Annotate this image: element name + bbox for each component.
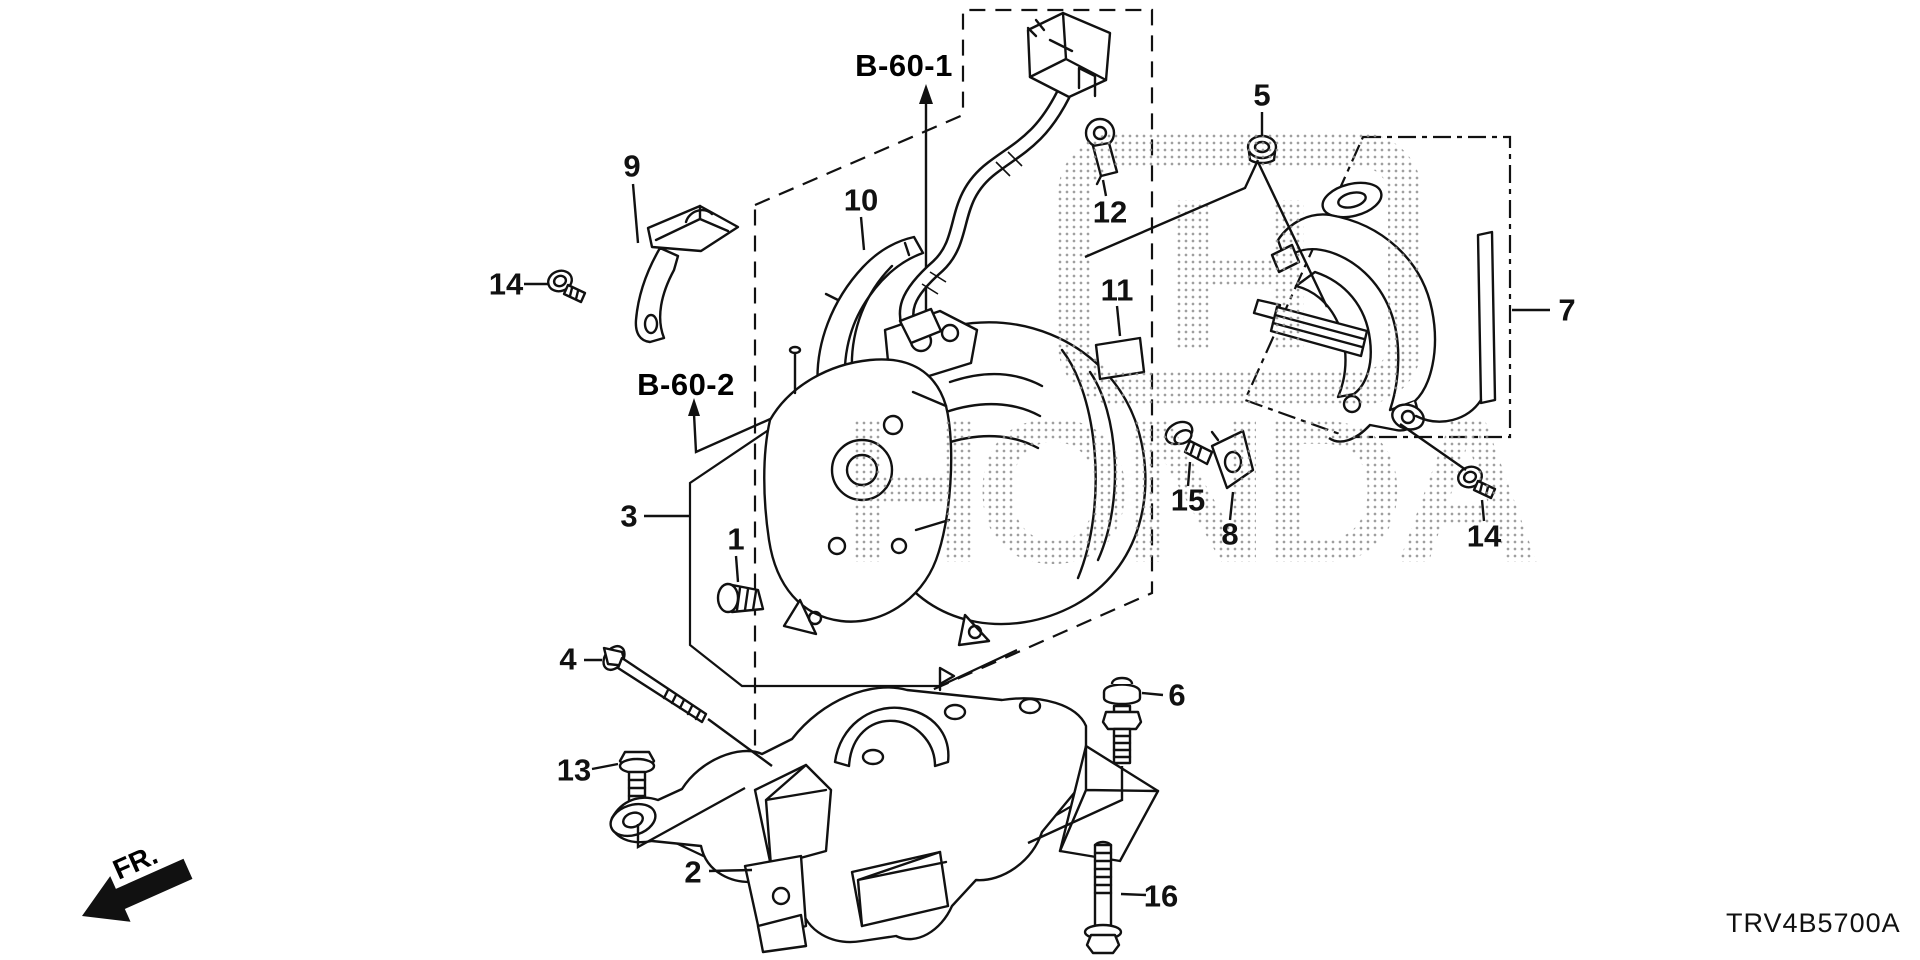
part-15-bolt	[1164, 420, 1214, 466]
diagram-part-code: TRV4B5700A	[1726, 908, 1901, 938]
callout-16[interactable]: 16	[1143, 878, 1179, 914]
part-6-bolt	[1101, 676, 1143, 765]
part-4-bolt	[602, 644, 708, 724]
callout-14-right[interactable]: 14	[1466, 518, 1502, 554]
callout-2[interactable]: 2	[684, 854, 702, 890]
callout-8[interactable]: 8	[1221, 516, 1239, 552]
ref-label-b60-1[interactable]: B-60-1	[855, 48, 953, 83]
solid-box-compressor	[688, 399, 1018, 688]
watermark-word: HONDA	[838, 377, 1548, 606]
part-14-bolt-left	[547, 269, 587, 304]
part-16-bolt	[1083, 840, 1123, 955]
callout-3[interactable]: 3	[620, 498, 638, 534]
leader-lines	[524, 112, 1550, 897]
part-1-plug	[716, 582, 765, 614]
callout-15[interactable]: 15	[1170, 482, 1206, 518]
part-10-harness-cover	[816, 235, 925, 394]
fr-arrow-icon	[82, 858, 193, 922]
callout-4[interactable]: 4	[559, 641, 577, 677]
callout-12[interactable]: 12	[1092, 194, 1128, 230]
callout-6[interactable]: 6	[1168, 677, 1186, 713]
wire-harness	[898, 11, 1112, 344]
watermark-emblem-h: H	[1163, 153, 1318, 394]
callout-7[interactable]: 7	[1558, 292, 1576, 328]
honda-watermark: H HONDA	[838, 133, 1548, 606]
dashdot-box-bracket	[1243, 135, 1512, 439]
part-9-harness-bracket	[634, 204, 740, 344]
callout-1[interactable]: 1	[727, 521, 745, 557]
callout-9[interactable]: 9	[623, 148, 641, 184]
part-14-bolt-right	[1457, 465, 1497, 500]
callout-10[interactable]: 10	[843, 182, 879, 218]
watermark-emblem-ring	[1058, 133, 1422, 405]
fr-direction-arrow: FR.	[82, 839, 193, 922]
ref-label-b60-2[interactable]: B-60-2	[637, 367, 735, 402]
part-2-mount-bracket	[609, 666, 1160, 954]
b60-1-arrowhead	[919, 84, 933, 104]
callout-11[interactable]: 11	[1100, 272, 1134, 308]
callout-13[interactable]: 13	[556, 752, 592, 788]
part-3-compressor	[763, 307, 1147, 647]
callout-5[interactable]: 5	[1253, 77, 1271, 113]
part-8-stay	[1210, 429, 1255, 490]
b60-2-arrowhead	[688, 398, 700, 416]
callout-14-left[interactable]: 14	[488, 266, 524, 302]
